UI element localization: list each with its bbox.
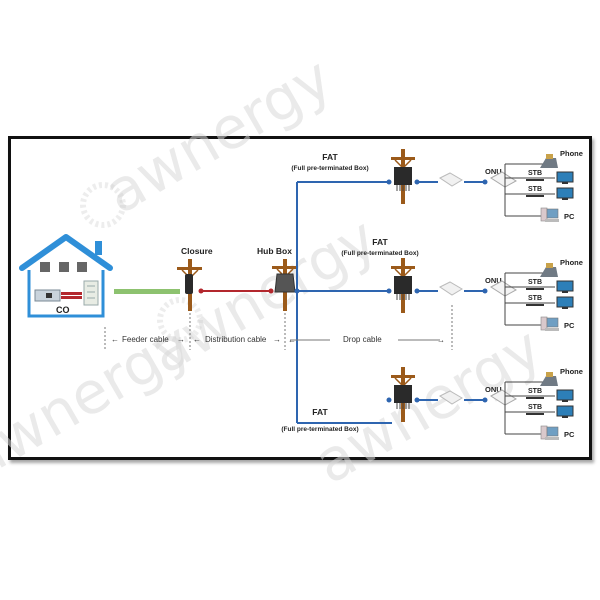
svg-text:→: → [273, 335, 281, 344]
onu-label: ONU [485, 276, 502, 285]
tv-monitor-icon [556, 389, 574, 402]
svg-text:→: → [437, 336, 445, 345]
fat-box-icon [394, 167, 412, 191]
stb-label: STB [528, 388, 542, 395]
drop-cable-label: Drop cable [343, 335, 382, 344]
fat-subtitle: (Full pre-terminated Box) [281, 426, 358, 433]
phone-icon [540, 372, 558, 386]
feeder-cable-label: Feeder cable [122, 335, 169, 344]
stb-box-icon [526, 413, 544, 415]
watermark-text-4: awnergy [0, 309, 203, 493]
stb-label: STB [528, 404, 542, 411]
odf-rack-icon [83, 280, 99, 306]
phone-label: Phone [560, 149, 583, 158]
central-office: CO [19, 234, 113, 318]
pc-icon [540, 207, 559, 222]
watermark-logo-icon [80, 182, 203, 343]
watermark-text-1: awnergy [93, 44, 343, 228]
segment-markers: ← Feeder cable → ← Distribution cable → … [104, 305, 453, 350]
hub-box-icon [274, 273, 296, 293]
fat-title: FAT [322, 152, 338, 162]
phone-label: Phone [560, 258, 583, 267]
stb-box-icon [526, 179, 544, 181]
svg-text:→: → [177, 335, 185, 344]
termination-box-icon [439, 281, 463, 296]
closure: Closure [177, 246, 213, 311]
phone-icon [540, 154, 558, 168]
termination-box-icon [439, 390, 463, 405]
diagram-frame [8, 136, 592, 460]
fat-title: FAT [372, 237, 388, 247]
co-label: CO [56, 305, 70, 315]
distribution-cable-label: Distribution cable [205, 335, 267, 344]
stb-label: STB [528, 295, 542, 302]
stb-label: STB [528, 279, 542, 286]
tv-monitor-icon [556, 296, 574, 309]
co-patch-cable [61, 292, 82, 295]
watermark-text-3: awnergy [303, 314, 553, 498]
fat-title: FAT [312, 407, 328, 417]
stb-box-icon [526, 288, 544, 290]
stb-label: STB [528, 170, 542, 177]
tv-monitor-icon [556, 280, 574, 293]
fat-subtitle: (Full pre-terminated Box) [341, 250, 418, 257]
fat-box-icon [394, 276, 412, 300]
svg-text:←: ← [111, 335, 119, 344]
onu-label: ONU [485, 167, 502, 176]
termination-box-icon [439, 172, 463, 187]
pc-icon [540, 425, 559, 440]
phone-label: Phone [560, 367, 583, 376]
tv-monitor-icon [556, 405, 574, 418]
closure-label: Closure [181, 246, 213, 256]
pc-label: PC [564, 321, 575, 330]
house-icon [19, 234, 113, 318]
onu-device-icon [490, 171, 517, 188]
tv-monitor-icon [556, 187, 574, 200]
stb-box-icon [526, 397, 544, 399]
svg-text:←: ← [193, 335, 201, 344]
tv-monitor-icon [556, 171, 574, 184]
stb-box-icon [526, 304, 544, 306]
stb-label: STB [528, 186, 542, 193]
hub-box: Hub Box [257, 246, 298, 311]
onu-device-icon [490, 280, 517, 297]
pc-label: PC [564, 212, 575, 221]
drop-cable-trunk [294, 181, 392, 424]
onu-device-icon [490, 389, 517, 406]
fat-subtitle: (Full pre-terminated Box) [291, 165, 368, 172]
phone-icon [540, 263, 558, 277]
olt-equipment-icon [34, 289, 61, 302]
splice-closure-icon [185, 274, 193, 294]
pc-icon [540, 316, 559, 331]
feeder-cable [114, 289, 180, 294]
stb-box-icon [526, 195, 544, 197]
svg-text:←: ← [288, 336, 296, 345]
hub-box-label: Hub Box [257, 246, 292, 256]
onu-label: ONU [485, 385, 502, 394]
pc-label: PC [564, 430, 575, 439]
fat-box-icon [394, 385, 412, 409]
